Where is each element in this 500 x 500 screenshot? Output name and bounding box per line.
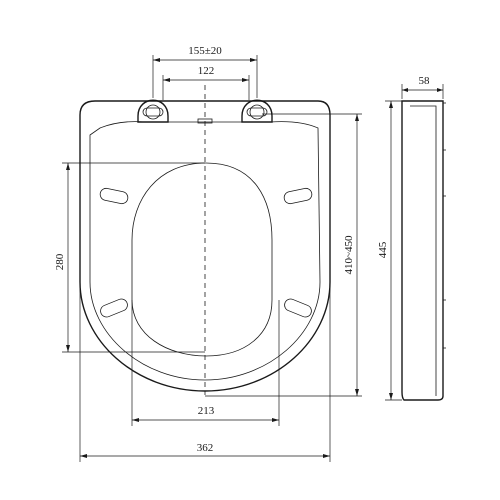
dimension-thickness: 58 bbox=[401, 75, 444, 99]
bumper-upper-right bbox=[283, 187, 313, 205]
seat-side-view bbox=[401, 100, 446, 401]
dimension-total-length: 445 bbox=[377, 100, 402, 401]
dimension-seat-length: 410~450 bbox=[205, 113, 362, 397]
total-length-label: 445 bbox=[377, 241, 389, 258]
dimension-total-width: 362 bbox=[79, 285, 331, 462]
seat-outer-outline bbox=[79, 100, 331, 392]
side-profile-inner bbox=[410, 105, 437, 396]
seat-opening bbox=[131, 162, 273, 357]
dimension-hinge-spacing: 155±20 bbox=[152, 45, 258, 98]
dimension-inner-width: 213 bbox=[131, 300, 280, 426]
total-width-label: 362 bbox=[197, 442, 214, 454]
inner-width-label: 213 bbox=[198, 405, 215, 417]
dimension-hole-to-front: 280 bbox=[54, 162, 205, 353]
hole-to-front-label: 280 bbox=[54, 253, 66, 270]
seat-top-view bbox=[79, 85, 331, 395]
side-profile-outline bbox=[401, 100, 444, 401]
seat-length-label: 410~450 bbox=[343, 235, 355, 274]
bumper-lower-left bbox=[100, 298, 128, 318]
thickness-label: 58 bbox=[419, 75, 431, 87]
hinge-min-label: 122 bbox=[198, 65, 215, 77]
left-hinge bbox=[137, 99, 169, 123]
hinge-spacing-label: 155±20 bbox=[188, 45, 222, 57]
dimension-hinge-min: 122 bbox=[162, 65, 250, 100]
bumper-lower-right bbox=[284, 298, 312, 318]
right-hinge bbox=[241, 99, 273, 123]
bumper-upper-left bbox=[99, 187, 129, 205]
